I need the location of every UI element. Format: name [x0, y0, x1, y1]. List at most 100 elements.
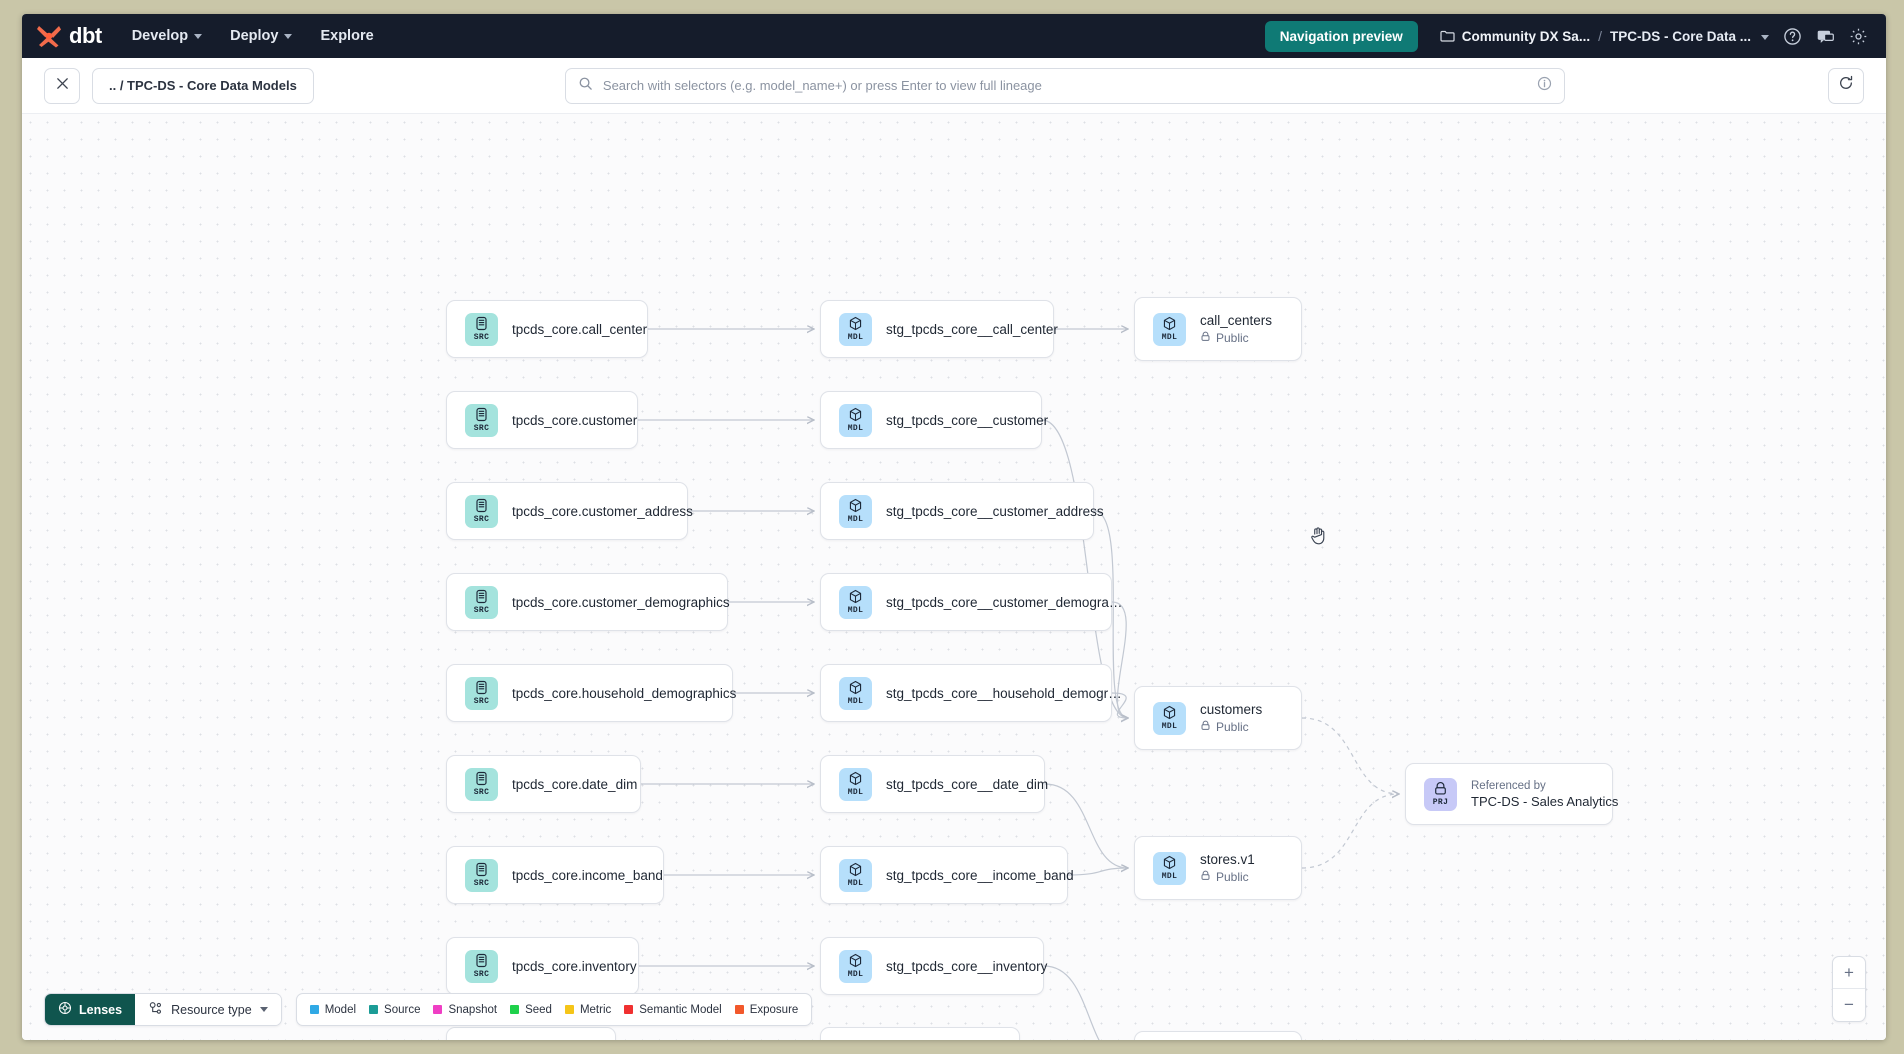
- node-label: tpcds_core.income_band: [512, 867, 663, 883]
- zoom-out-button[interactable]: −: [1844, 995, 1854, 1014]
- top-navigation-bar: dbt Develop Deploy Explore Navigation pr…: [22, 14, 1886, 58]
- close-button[interactable]: [44, 67, 80, 104]
- lineage-node-src-customer-demo[interactable]: SRC tpcds_core.customer_demographics: [446, 573, 730, 631]
- dbt-logo[interactable]: dbt: [36, 23, 102, 49]
- help-circle-icon[interactable]: [1783, 27, 1802, 46]
- lineage-edges: [638, 114, 1886, 1040]
- lineage-node-src-customer-addr[interactable]: SRC tpcds_core.customer_address: [446, 482, 693, 540]
- nav-item-explore-label: Explore: [320, 28, 374, 44]
- lock-icon: [1200, 331, 1211, 345]
- src-badge-icon: SRC: [465, 585, 498, 619]
- node-label: stg_tpcds_core__customer_address: [886, 503, 1104, 519]
- node-label: call_centers: [1200, 313, 1273, 328]
- refresh-icon: [1838, 75, 1854, 96]
- node-text-block: tpcds_core.household_demographics: [512, 686, 736, 701]
- node-text-block: tpcds_core.customer_address: [512, 504, 693, 519]
- nav-item-develop-label: Develop: [131, 28, 189, 44]
- search-input[interactable]: Search with selectors (e.g. model_name+)…: [564, 67, 1565, 104]
- legend-item-source[interactable]: Source: [369, 1004, 420, 1016]
- mdl-badge-icon: MDL: [839, 494, 872, 528]
- node-label: tpcds_core.customer_demographics: [512, 594, 730, 610]
- legend-item-seed[interactable]: Seed: [510, 1004, 552, 1016]
- lens-icon: [58, 1001, 72, 1018]
- node-label: stg_tpcds_core__call_center: [886, 321, 1058, 337]
- zoom-in-button[interactable]: +: [1833, 957, 1865, 989]
- chevron-down-icon: [284, 33, 293, 39]
- resource-type-dropdown[interactable]: Resource type: [135, 994, 281, 1025]
- legend-swatch-icon: [309, 1005, 319, 1014]
- lenses-button[interactable]: Lenses: [45, 994, 136, 1025]
- lineage-node-src-date-dim[interactable]: SRC tpcds_core.date_dim: [446, 755, 641, 813]
- account-breadcrumb[interactable]: Community DX Sa...: [1440, 29, 1590, 44]
- legend-swatch-icon: [564, 1005, 574, 1014]
- node-label: stg_tpcds_core__customer: [886, 412, 1049, 428]
- legend-label: Seed: [525, 1003, 552, 1016]
- legend-item-snapshot[interactable]: Snapshot: [433, 1004, 497, 1016]
- node-access-badge: Public: [1200, 331, 1272, 345]
- src-badge-icon: SRC: [465, 767, 498, 801]
- lineage-node-src-income-band[interactable]: SRC tpcds_core.income_band: [446, 846, 664, 904]
- info-circle-icon[interactable]: [1537, 76, 1552, 96]
- feedback-icon[interactable]: [1816, 27, 1835, 46]
- gear-icon[interactable]: [1849, 27, 1868, 46]
- node-label: stg_tpcds_core__customer_demogra…: [886, 594, 1123, 610]
- src-badge-icon: SRC: [465, 494, 498, 528]
- legend-label: Model: [324, 1003, 357, 1016]
- legend-item-model[interactable]: Model: [309, 1003, 357, 1016]
- lock-icon: [1200, 870, 1211, 884]
- node-text-block: stg_tpcds_core__customer_address: [886, 504, 1104, 519]
- lenses-label: Lenses: [79, 1002, 123, 1017]
- legend-swatch-icon: [369, 1005, 379, 1014]
- refresh-button[interactable]: [1828, 67, 1864, 104]
- legend-item-exposure[interactable]: Exposure: [734, 1004, 798, 1016]
- src-badge-icon: SRC: [465, 1039, 498, 1040]
- account-breadcrumb-label: Community DX Sa...: [1461, 28, 1591, 44]
- project-breadcrumb-label[interactable]: TPC-DS - Core Data ...: [1609, 28, 1751, 44]
- legend-item-metric[interactable]: Metric: [564, 1004, 611, 1016]
- nav-item-deploy[interactable]: Deploy: [230, 28, 293, 44]
- node-project-name: TPC-DS - Sales Analytics: [1471, 793, 1619, 809]
- lineage-breadcrumb-chip[interactable]: .. / TPC-DS - Core Data Models: [92, 67, 314, 104]
- lineage-toolbar: .. / TPC-DS - Core Data Models Search wi…: [22, 58, 1886, 114]
- nav-item-explore[interactable]: Explore: [320, 28, 373, 44]
- lineage-edge: [1111, 692, 1128, 718]
- nav-item-develop[interactable]: Develop: [131, 28, 203, 44]
- mdl-badge-icon: MDL: [839, 1039, 872, 1040]
- project-breadcrumb-chevron[interactable]: [1761, 27, 1769, 45]
- node-label: stg_tpcds_core__income_band: [886, 867, 1074, 883]
- close-icon: [55, 76, 70, 96]
- node-label: tpcds_core.date_dim: [512, 776, 638, 792]
- src-badge-icon: SRC: [465, 858, 498, 892]
- src-badge-icon: SRC: [465, 949, 498, 983]
- folder-icon: [1440, 30, 1455, 42]
- node-label: tpcds_core.customer: [512, 412, 638, 428]
- node-text-block: tpcds_core.customer: [512, 413, 637, 428]
- legend-item-semantic-model[interactable]: Semantic Model: [624, 1004, 722, 1016]
- resource-type-legend: Model Source Snapshot Seed Metric Semantic Mo…: [295, 993, 813, 1026]
- navigation-preview-button[interactable]: Navigation preview: [1264, 20, 1418, 52]
- lineage-node-mdl-customer-addr[interactable]: MDL stg_tpcds_core__customer_address: [820, 482, 1104, 540]
- chevron-down-icon: [1761, 35, 1769, 40]
- node-text-block: stg_tpcds_core__call_center: [886, 322, 1058, 337]
